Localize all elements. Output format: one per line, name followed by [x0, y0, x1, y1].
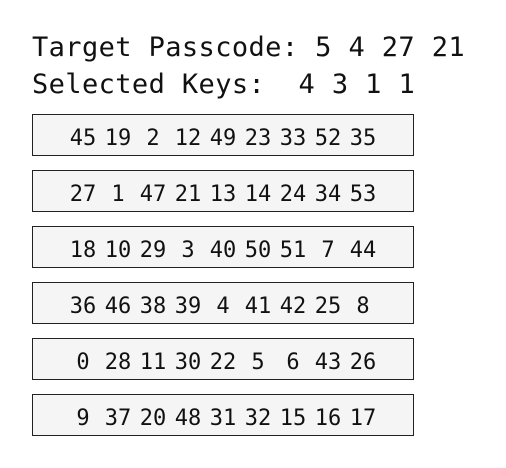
key-number[interactable]: 44: [349, 238, 377, 263]
key-number[interactable]: 24: [279, 182, 307, 207]
key-number[interactable]: 22: [209, 350, 237, 375]
target-passcode-label: Target Passcode:: [32, 32, 299, 63]
target-passcode-value: 5: [315, 32, 332, 63]
key-row[interactable]: 36 46 38 39 4 41 42 25 8: [32, 282, 414, 324]
key-number[interactable]: 6: [286, 350, 300, 375]
key-row[interactable]: 45 19 2 12 49 23 33 52 35: [32, 114, 414, 156]
selected-key-value: 3: [331, 69, 349, 100]
key-number[interactable]: 52: [314, 126, 342, 151]
key-number[interactable]: 14: [244, 182, 272, 207]
key-number[interactable]: 35: [349, 126, 377, 151]
target-passcode-value: 21: [431, 32, 466, 63]
key-number[interactable]: 47: [139, 182, 167, 207]
key-number[interactable]: 48: [174, 406, 202, 431]
key-number[interactable]: 41: [244, 294, 272, 319]
target-passcode-value: 4: [348, 32, 366, 63]
key-number[interactable]: 3: [181, 238, 195, 263]
key-number[interactable]: 31: [209, 406, 237, 431]
key-number[interactable]: 39: [174, 294, 202, 319]
key-number[interactable]: 19: [104, 126, 132, 151]
key-number[interactable]: 2: [146, 126, 160, 151]
key-number[interactable]: 26: [349, 350, 377, 375]
selected-key-value: 4: [298, 69, 316, 100]
key-number[interactable]: 49: [209, 126, 237, 151]
key-number[interactable]: 18: [69, 238, 97, 263]
key-number[interactable]: 13: [209, 182, 237, 207]
key-number[interactable]: 9: [76, 406, 90, 431]
key-number[interactable]: 25: [314, 294, 342, 319]
key-number[interactable]: 42: [279, 294, 307, 319]
key-number[interactable]: 16: [314, 406, 342, 431]
key-number[interactable]: 15: [279, 406, 307, 431]
key-number[interactable]: 11: [139, 350, 167, 375]
selected-key-value: 1: [398, 69, 416, 100]
target-passcode-value: 27: [381, 32, 416, 63]
key-number[interactable]: 45: [69, 126, 97, 151]
key-number[interactable]: 33: [279, 126, 307, 151]
key-number[interactable]: 28: [104, 350, 132, 375]
key-number[interactable]: 53: [349, 182, 377, 207]
key-number[interactable]: 37: [104, 406, 132, 431]
key-number[interactable]: 30: [174, 350, 202, 375]
key-number[interactable]: 1: [111, 182, 125, 207]
key-number[interactable]: 36: [69, 294, 97, 319]
key-row[interactable]: 18 10 29 3 40 50 51 7 44: [32, 226, 414, 268]
key-number[interactable]: 34: [314, 182, 342, 207]
key-number[interactable]: 17: [349, 406, 377, 431]
key-number[interactable]: 10: [104, 238, 132, 263]
key-number[interactable]: 8: [356, 294, 370, 319]
selected-key-value: 1: [365, 69, 382, 100]
key-number[interactable]: 4: [216, 294, 230, 319]
key-row[interactable]: 9 37 20 48 31 32 15 16 17: [32, 394, 414, 436]
selected-keys-line: Selected Keys: 4 3 1 1: [32, 69, 415, 101]
key-number[interactable]: 5: [251, 350, 265, 375]
key-number[interactable]: 7: [321, 238, 335, 263]
key-number[interactable]: 0: [76, 350, 90, 375]
key-number[interactable]: 40: [209, 238, 237, 263]
key-number[interactable]: 27: [69, 182, 97, 207]
selected-keys-label: Selected Keys:: [32, 69, 266, 100]
key-number[interactable]: 51: [279, 238, 307, 263]
key-number[interactable]: 43: [314, 350, 342, 375]
target-passcode-line: Target Passcode: 5 4 27 21: [32, 32, 465, 64]
key-row[interactable]: 27 1 47 21 13 14 24 34 53: [32, 170, 414, 212]
key-number[interactable]: 46: [104, 294, 132, 319]
key-number[interactable]: 20: [139, 406, 167, 431]
key-number[interactable]: 23: [244, 126, 272, 151]
key-number[interactable]: 12: [174, 126, 202, 151]
key-number[interactable]: 21: [174, 182, 202, 207]
key-number[interactable]: 38: [139, 294, 167, 319]
key-number[interactable]: 29: [139, 238, 167, 263]
key-number[interactable]: 32: [244, 406, 272, 431]
key-number[interactable]: 50: [244, 238, 272, 263]
